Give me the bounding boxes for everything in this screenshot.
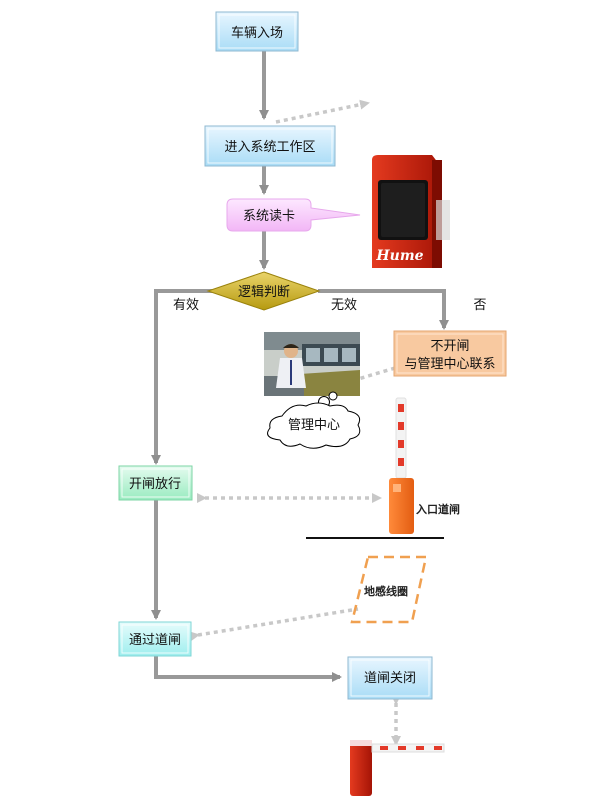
node-no-open-line2: 与管理中心联系 (404, 357, 495, 372)
node-enter-zone: 进入系统工作区 (204, 125, 336, 167)
node-mgmt-center-label: 管理中心 (288, 418, 340, 433)
loop-coil-label: 地感线圈 (364, 584, 408, 598)
entry-gate-device (389, 397, 414, 534)
signal-zone-to-reader (275, 99, 370, 124)
loop-coil: 地感线圈 (350, 555, 428, 624)
card-reader-logo: Hume (375, 248, 423, 264)
node-gate-close-label: 道闸关闭 (364, 671, 416, 686)
node-open-release: 开闸放行 (118, 465, 193, 501)
exit-gate-body (350, 740, 372, 796)
entry-gate-label: 入口道闸 (416, 502, 460, 516)
signal-coil-to-pass (189, 607, 359, 642)
operator-photo (264, 332, 360, 396)
edge-logic-valid (151, 289, 212, 465)
node-pass-gate-label: 通过道闸 (129, 633, 181, 648)
exit-gate-arm (371, 743, 445, 753)
exit-gate-device (350, 740, 445, 796)
node-read-card: 系统读卡 (226, 198, 361, 232)
edge-logic-invalid (318, 289, 449, 330)
node-read-card-label: 系统读卡 (243, 209, 295, 224)
node-no-open: 不开闸 与管理中心联系 (393, 330, 507, 377)
node-vehicle-entry-label: 车辆入场 (231, 25, 283, 41)
node-logic: 逻辑判断 (206, 271, 321, 311)
node-mgmt-center: 管理中心 (267, 391, 361, 449)
node-vehicle-entry: 车辆入场 (215, 11, 299, 52)
entry-gate-body (389, 478, 414, 534)
edge-label-valid: 有效 (173, 298, 199, 313)
node-enter-zone-label: 进入系统工作区 (224, 140, 315, 155)
edge-label-invalid: 无效 (331, 298, 357, 313)
node-gate-close: 道闸关闭 (347, 656, 433, 700)
edge-pass-to-close (154, 656, 342, 682)
flow-connectors (151, 51, 449, 682)
node-pass-gate: 通过道闸 (118, 621, 192, 657)
card-reader-device: Hume (372, 155, 450, 268)
node-logic-label: 逻辑判断 (238, 285, 290, 300)
node-open-release-label: 开闸放行 (129, 477, 181, 492)
edge-label-no: 否 (473, 298, 486, 313)
node-no-open-line1: 不开闸 (430, 339, 469, 354)
